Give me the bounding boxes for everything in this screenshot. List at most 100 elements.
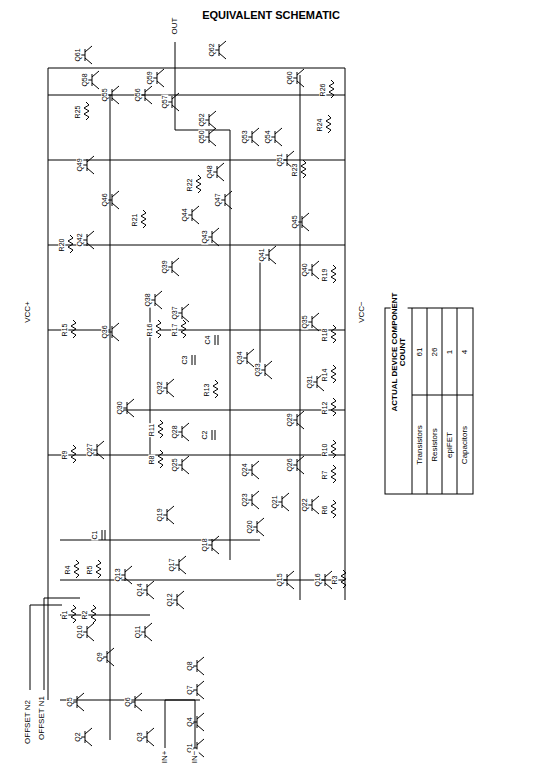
capacitor-symbol (215, 335, 218, 345)
transistor-label: Q40 (301, 262, 308, 277)
transistor-label: Q20 (246, 519, 253, 534)
resistor-label: R18 (321, 328, 328, 343)
resistor-label: R21 (131, 213, 138, 228)
pin-label: Resistors (431, 427, 439, 462)
transistor-symbol (72, 693, 84, 711)
transistor-label: Q57 (161, 94, 168, 109)
transistor-label: Q47 (214, 192, 221, 207)
capacitor-symbol (192, 355, 195, 365)
transistor-label: Q19 (156, 507, 163, 522)
transistor-symbol (140, 86, 152, 104)
transistor-label: Q32 (156, 380, 163, 395)
pin-label: 61 (416, 347, 424, 358)
transistor-symbol (142, 581, 154, 599)
resistor-label: R6 (321, 505, 328, 516)
transistor-symbol (264, 246, 276, 264)
transistor-symbol (277, 493, 289, 511)
resistor-symbol (331, 325, 336, 343)
resistor-label: R15 (61, 323, 68, 338)
transistor-symbol (242, 349, 254, 367)
pin-label: OUT (171, 17, 179, 36)
resistor-symbol (68, 235, 73, 253)
transistor-label: Q8 (186, 660, 193, 671)
transistor-symbol (204, 111, 216, 129)
transistor-symbol (167, 93, 179, 111)
resistor-label: R9 (61, 450, 68, 461)
transistor-label: Q21 (271, 494, 278, 509)
transistor-label: Q6 (124, 696, 131, 707)
resistor-symbol (74, 560, 79, 578)
resistor-symbol (71, 320, 76, 338)
transistor-symbol (150, 291, 162, 309)
transistor-label: Q17 (168, 557, 175, 572)
transistor-label: Q41 (258, 247, 265, 262)
resistor-symbol (71, 605, 76, 623)
transistor-label: Q50 (198, 129, 205, 144)
transistor-label: Q2 (74, 731, 81, 742)
transistor-label: Q29 (286, 412, 293, 427)
resistor-label: R26 (319, 83, 326, 98)
resistor-symbol (301, 160, 306, 178)
resistor-symbol (331, 440, 336, 458)
transistor-symbol (292, 69, 304, 87)
transistor-label: Q12 (166, 592, 173, 607)
transistor-label: Q4 (186, 716, 193, 727)
resistor-label: R7 (321, 470, 328, 481)
transistor-label: Q43 (201, 229, 208, 244)
resistor-label: R16 (146, 323, 153, 338)
transistor-symbol (292, 411, 304, 429)
transistor-symbol (107, 191, 119, 209)
transistor-label: Q44 (181, 207, 188, 222)
transistor-symbol (92, 441, 104, 459)
transistor-label: Q37 (171, 305, 178, 320)
transistor-symbol (177, 304, 189, 322)
transistor-label: Q27 (86, 442, 93, 457)
resistor-symbol (84, 102, 89, 120)
resistor-label: R10 (321, 443, 328, 458)
transistor-label: Q30 (116, 400, 123, 415)
transistor-label: Q46 (101, 192, 108, 207)
transistor-symbol (192, 681, 204, 699)
pin-label: ACTUAL DEVICE COMPONENT COUNT (391, 286, 408, 418)
pin-label: VCC− (358, 300, 366, 324)
transistor-label: Q62 (208, 42, 215, 57)
transistor-label: Q15 (276, 572, 283, 587)
transistor-label: Q52 (198, 112, 205, 127)
transistor-symbol (307, 261, 319, 279)
transistor-label: Q14 (136, 582, 143, 597)
transistor-symbol (177, 423, 189, 441)
resistor-label: R20 (58, 238, 65, 253)
transistor-label: Q35 (301, 314, 308, 329)
transistor-symbol (107, 86, 119, 104)
capacitor-symbol (212, 430, 215, 440)
transistor-label: Q56 (134, 87, 141, 102)
transistor-label: Q53 (241, 129, 248, 144)
transistor-label: Q22 (301, 497, 308, 512)
capacitor-label: C4 (204, 335, 211, 346)
transistor-symbol (102, 648, 114, 666)
transistor-label: Q23 (241, 492, 248, 507)
transistor-symbol (320, 571, 332, 589)
capacitor-label: C2 (201, 430, 208, 441)
resistor-symbol (331, 365, 336, 383)
transistor-label: Q38 (144, 292, 151, 307)
pin-label: OFFSET N2 (24, 699, 32, 745)
resistor-symbol (91, 605, 96, 623)
transistor-symbol (162, 506, 174, 524)
transistor-label: Q39 (161, 259, 168, 274)
transistor-label: Q36 (101, 324, 108, 339)
resistor-label: R25 (74, 105, 81, 120)
resistor-label: R11 (148, 423, 155, 437)
transistor-symbol (107, 323, 119, 341)
transistor-symbol (292, 456, 304, 474)
transistor-symbol (122, 399, 134, 417)
resistor-symbol (158, 450, 163, 468)
resistor-label: R4 (64, 565, 71, 576)
transistor-symbol (82, 231, 94, 249)
transistor-symbol (220, 191, 232, 209)
resistor-symbol (331, 465, 336, 483)
transistor-label: Q61 (74, 47, 81, 62)
transistor-symbol (247, 128, 259, 146)
transistor-symbol (187, 206, 199, 224)
transistor-symbol (270, 128, 282, 146)
